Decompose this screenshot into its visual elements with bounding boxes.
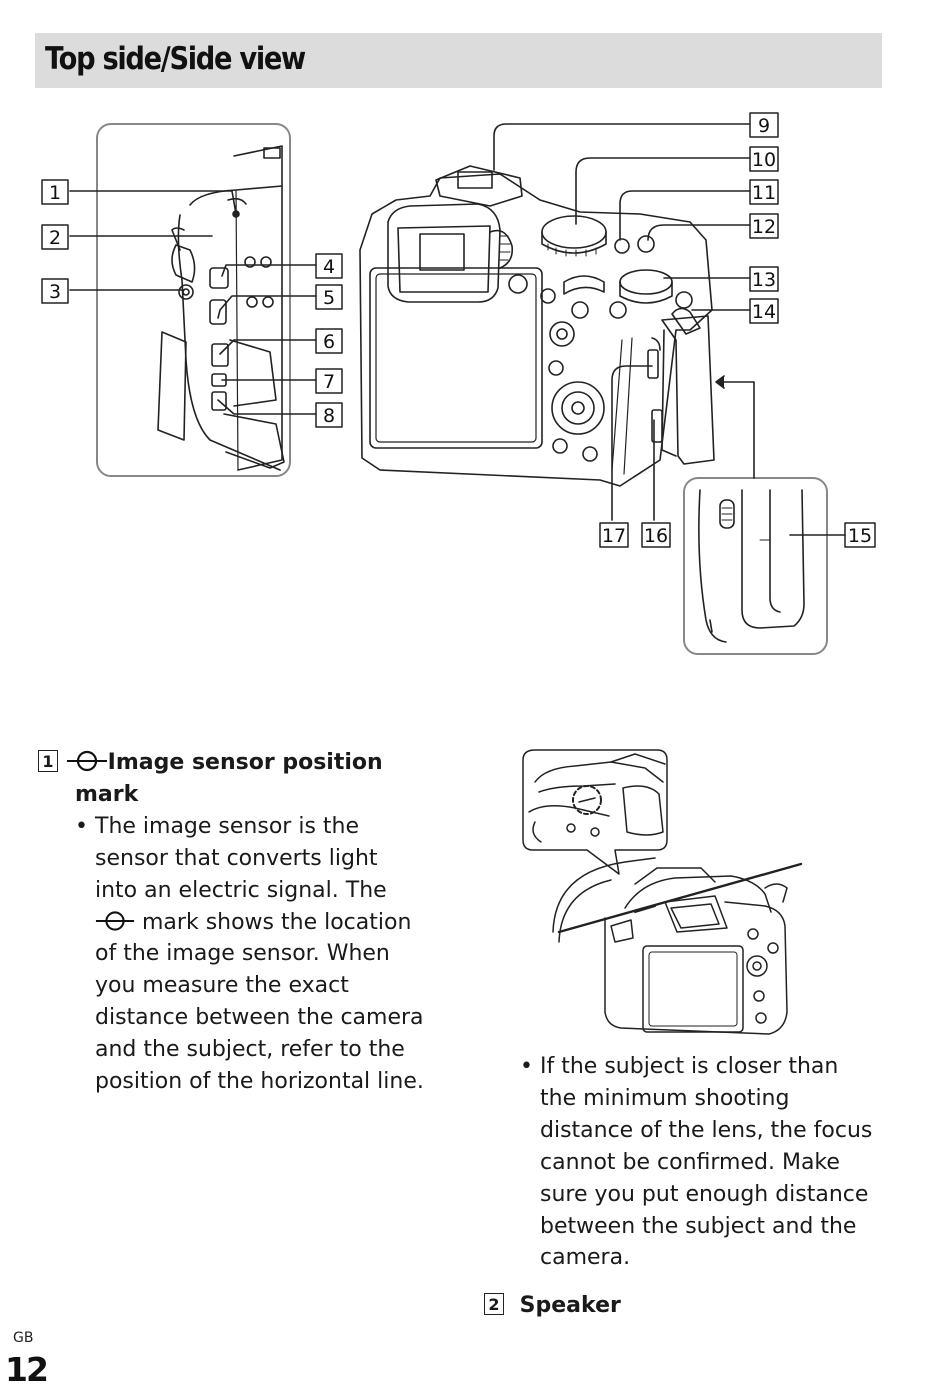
focus-note-bullet: • If the subject is closer than the mini…: [520, 1051, 920, 1274]
item-2-title: Speaker: [519, 1293, 621, 1318]
camera-diagram: 1 2 3 4 5 6 7 8 9 10 11 12 13 14 15 16 1…: [41, 112, 876, 655]
item-1-heading: 1 Image sensor position: [38, 747, 458, 779]
item-1-bullet-line-1: The image sensor is the: [95, 813, 359, 839]
side-view-inset: [96, 123, 291, 477]
callout-numbers: 1 2 3 4 5 6 7 8 9 10 11 12 13 14 15 16 1…: [49, 115, 872, 547]
callout-16: 16: [644, 525, 668, 547]
item-1-number: 1: [38, 750, 58, 772]
item-1-title-line1: Image sensor position: [107, 750, 383, 775]
focus-note-line-3: distance of the lens, the focus: [540, 1117, 873, 1143]
callout-10: 10: [752, 149, 776, 171]
focus-note-line-5: sure you put enough distance: [540, 1181, 869, 1207]
item-2-number: 2: [484, 1293, 504, 1315]
callout-12: 12: [752, 216, 776, 238]
side-detail-inset: [683, 375, 828, 655]
bullet-dot: •: [75, 813, 88, 839]
focus-note-line-4: cannot be confirmed. Make: [540, 1149, 840, 1175]
callout-8: 8: [323, 405, 335, 427]
item-1-bullet-line-6: you measure the exact: [95, 973, 349, 999]
focus-note-line-2: the minimum shooting: [540, 1085, 790, 1111]
section-header: Top side/Side view: [35, 33, 882, 88]
item-1-bullet-line-2: sensor that converts light: [95, 845, 378, 871]
sensor-position-illustration: [522, 749, 803, 1035]
item-1-bullet-line-8: and the subject, refer to the: [95, 1037, 405, 1063]
item-1: 1 Image sensor position mark • The image…: [38, 747, 458, 1098]
item-1-bullet: • The image sensor is the sensor that co…: [75, 811, 458, 1098]
rear-callout-leaders: [493, 123, 846, 536]
item-1-bullet-mark-line: mark shows the location: [95, 907, 458, 939]
callout-13: 13: [752, 269, 776, 291]
callout-boxes: [41, 112, 876, 548]
callout-1: 1: [49, 182, 61, 204]
item-1-bullet-line-9: position of the horizontal line.: [95, 1069, 424, 1095]
bullet-dot: •: [520, 1054, 533, 1079]
page-number: 12: [5, 1350, 49, 1389]
item-1-bullet-line-7: distance between the camera: [95, 1005, 424, 1031]
callout-6: 6: [323, 331, 335, 353]
item-1-bullet-line-5: of the image sensor. When: [95, 941, 390, 967]
focus-note: • If the subject is closer than the mini…: [520, 1051, 920, 1274]
item-1-title-line2: mark: [75, 781, 139, 807]
callout-14: 14: [752, 301, 776, 323]
rear-view: [359, 165, 715, 487]
callout-17: 17: [602, 525, 626, 547]
page-language-code: GB: [13, 1330, 34, 1346]
callout-15: 15: [848, 525, 872, 547]
left-callout-leaders: [69, 190, 317, 415]
callout-5: 5: [323, 287, 335, 309]
section-title: Top side/Side view: [45, 41, 306, 77]
callout-3: 3: [49, 281, 61, 303]
focus-note-line-1: If the subject is closer than: [540, 1054, 839, 1079]
callout-2: 2: [49, 227, 61, 249]
focus-note-line-7: camera.: [540, 1245, 631, 1271]
focus-note-line-6: between the subject and the: [540, 1213, 857, 1239]
callout-7: 7: [323, 371, 335, 393]
image-sensor-position-mark-icon: [95, 910, 135, 931]
item-1-bullet-line-3: into an electric signal. The: [95, 877, 387, 903]
callout-9: 9: [758, 115, 770, 137]
item-1-bullet-mark-text: mark shows the location: [142, 909, 412, 935]
image-sensor-position-mark-icon: [66, 750, 107, 772]
callout-11: 11: [752, 182, 776, 204]
callout-4: 4: [323, 256, 335, 278]
item-2: 2 Speaker: [484, 1290, 784, 1322]
